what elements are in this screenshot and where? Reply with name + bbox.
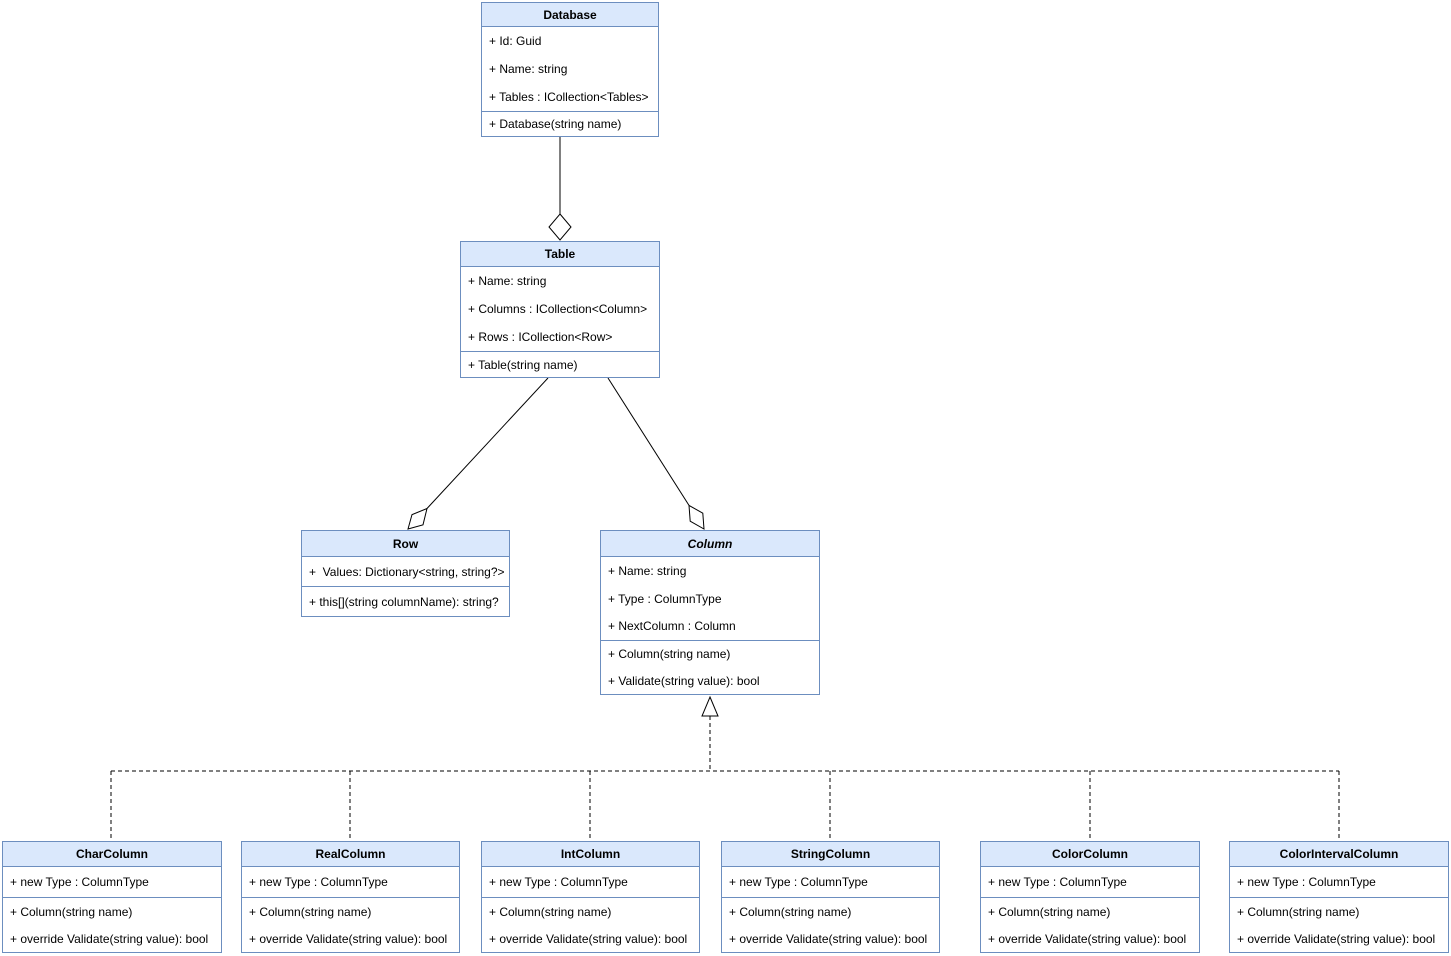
class-stringcolumn[interactable]: StringColumn + new Type : ColumnType + C… [721,841,940,953]
class-title: RealColumn [242,842,459,867]
class-realcolumn[interactable]: RealColumn + new Type : ColumnType + Col… [241,841,460,953]
class-title: StringColumn [722,842,939,867]
class-attribute: + Rows : ICollection<Row> [468,330,613,344]
class-row[interactable]: Row + Values: Dictionary<string, string?… [301,530,510,617]
class-method: + override Validate(string value): bool [249,931,448,946]
class-title: Table [461,242,659,267]
class-attribute: + Name: string [489,62,568,76]
class-attribute: + Values: Dictionary<string, string?> [309,564,505,579]
class-charcolumn[interactable]: CharColumn + new Type : ColumnType + Col… [2,841,222,953]
class-attribute: + new Type : ColumnType [988,875,1127,889]
class-method: + override Validate(string value): bool [489,931,688,946]
class-attribute: + Name: string [468,274,547,288]
class-method: + Column(string name) [10,904,133,919]
edge-generalization-column-subclasses[interactable] [110,695,1340,841]
class-method: + Column(string name) [608,647,731,662]
class-method: + override Validate(string value): bool [729,931,928,946]
class-colorintervalcolumn[interactable]: ColorIntervalColumn + new Type : ColumnT… [1229,841,1449,953]
class-method: + Column(string name) [1237,904,1360,919]
class-colorcolumn[interactable]: ColorColumn + new Type : ColumnType + Co… [980,841,1200,953]
class-method: + Validate(string value): bool [608,673,760,688]
class-method: + Column(string name) [988,904,1111,919]
class-attribute: + new Type : ColumnType [729,875,868,889]
class-method: + Column(string name) [729,904,852,919]
class-method: + override Validate(string value): bool [1237,931,1436,946]
class-attribute: + Id: Guid [489,34,542,48]
edge-aggregation-database-table[interactable] [548,137,572,241]
class-attribute: + new Type : ColumnType [1237,875,1376,889]
class-attribute: + new Type : ColumnType [10,875,149,889]
class-method: + Database(string name) [489,117,622,131]
aggregation-diamond [407,507,428,530]
class-method: + Table(string name) [468,357,578,372]
class-title: Database [482,3,658,27]
aggregation-diamond [688,504,705,530]
aggregation-diamond [548,213,572,241]
class-attribute: + Type : ColumnType [608,591,722,606]
class-column[interactable]: Column + Name: string + Type : ColumnTyp… [600,530,820,695]
class-attribute: + new Type : ColumnType [249,875,388,889]
inheritance-triangle [701,695,719,717]
class-method: + override Validate(string value): bool [988,931,1187,946]
class-attribute: + Tables : ICollection<Tables> [489,90,649,104]
class-method: + override Validate(string value): bool [10,931,209,946]
class-attribute: + Columns : ICollection<Column> [468,302,648,316]
class-method: + Column(string name) [489,904,612,919]
edge-aggregation-table-row[interactable] [407,377,549,530]
class-title: ColorIntervalColumn [1230,842,1448,867]
class-title: IntColumn [482,842,699,867]
class-attribute: + NextColumn : Column [608,619,736,634]
class-method: + Column(string name) [249,904,372,919]
class-title: Column [601,531,819,557]
class-intcolumn[interactable]: IntColumn + new Type : ColumnType + Colu… [481,841,700,953]
edge-aggregation-table-column[interactable] [607,377,705,530]
class-attribute: + new Type : ColumnType [489,875,628,889]
class-method: + this[](string columnName): string? [309,594,499,609]
class-database[interactable]: Database + Id: Guid + Name: string + Tab… [481,2,659,137]
class-table[interactable]: Table + Name: string + Columns : ICollec… [460,241,660,378]
class-title: CharColumn [3,842,221,867]
class-title: Row [302,531,509,557]
class-attribute: + Name: string [608,563,687,578]
class-title: ColorColumn [981,842,1199,867]
